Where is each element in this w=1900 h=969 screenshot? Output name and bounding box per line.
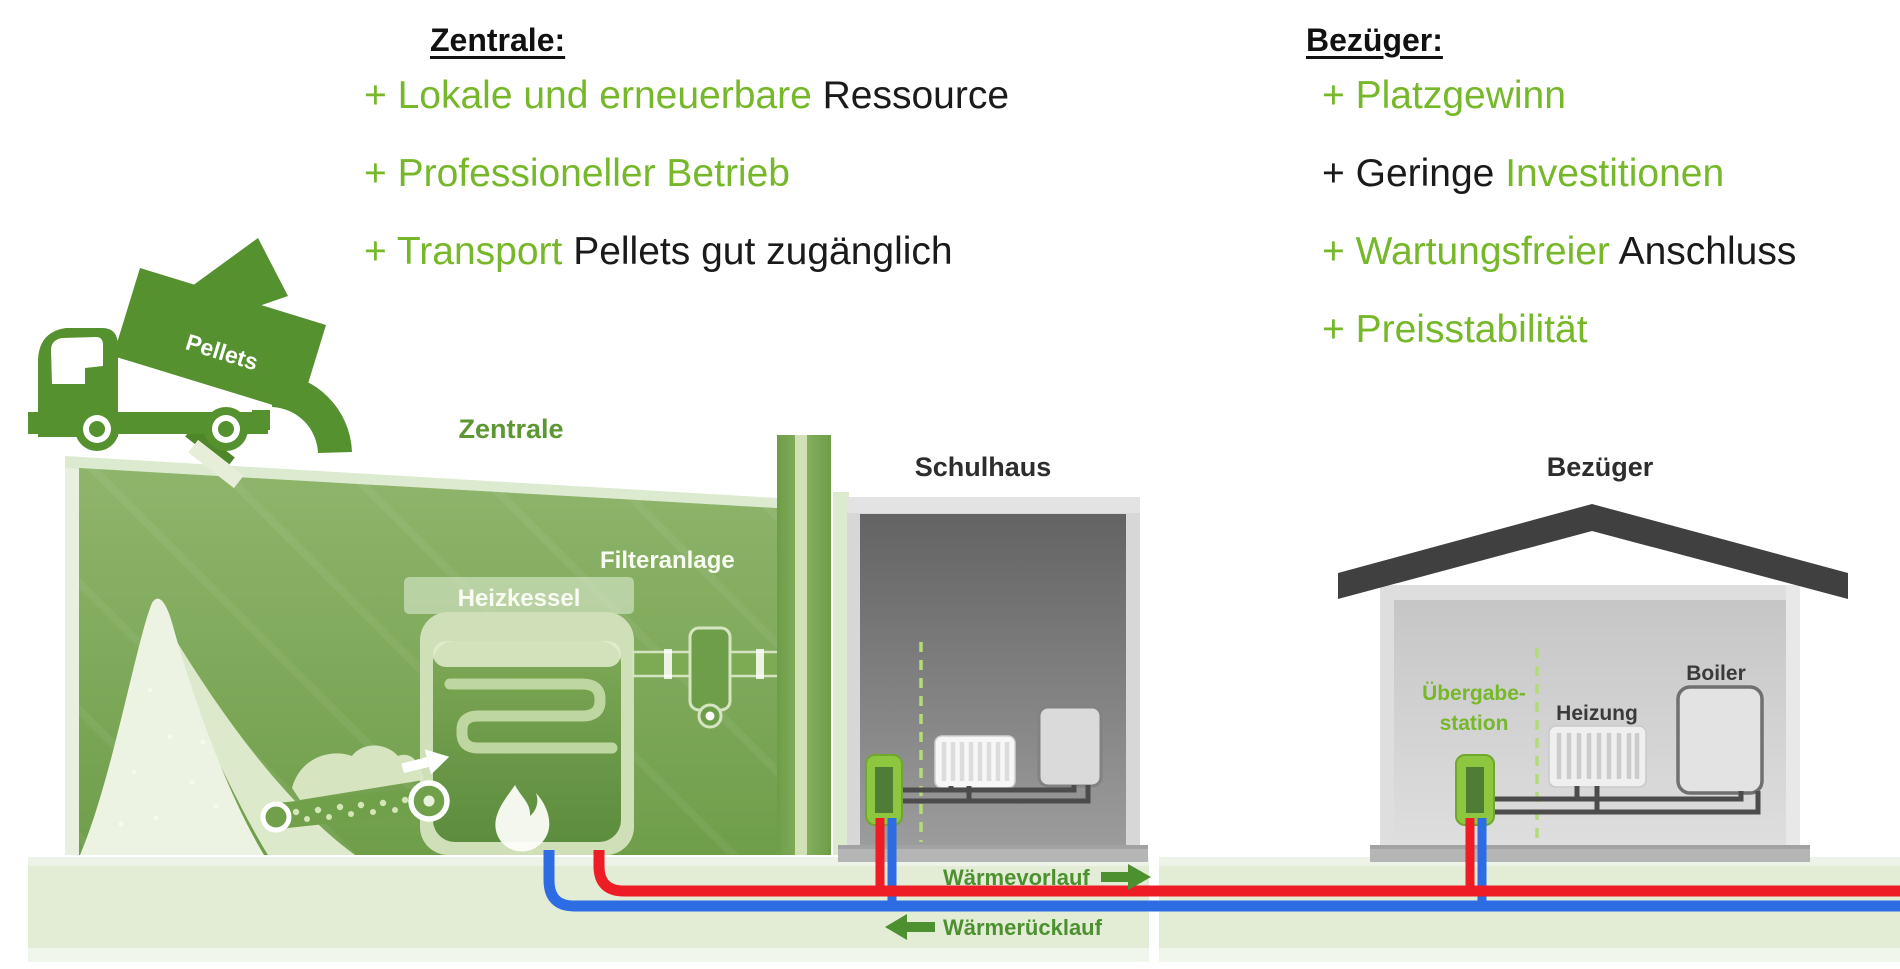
right-benefit-item-2: + Geringe Investitionen bbox=[1322, 152, 1725, 195]
house-pipes bbox=[900, 785, 1091, 804]
conveyor bbox=[260, 745, 450, 833]
consumer-building: Übergabe- station Heizung Boiler bbox=[1338, 504, 1848, 862]
return-flow-label: Wärmerücklauf bbox=[943, 915, 1103, 940]
flame-icon bbox=[495, 785, 550, 852]
truck-wheel bbox=[204, 407, 248, 451]
return-pipe bbox=[543, 850, 1900, 912]
consumer-label: Bezüger bbox=[1547, 452, 1654, 482]
transfer-station bbox=[865, 754, 903, 826]
district-heating-pipes bbox=[543, 818, 1900, 912]
radiator bbox=[934, 735, 1016, 789]
truck-bed-lid bbox=[192, 238, 288, 318]
left-benefit-item-2: + Professioneller Betrieb bbox=[364, 152, 790, 195]
heating-plant-building: Heizkessel Filteranlage bbox=[65, 435, 849, 855]
water-heater-label: Boiler bbox=[1686, 662, 1746, 685]
transfer-station bbox=[1455, 754, 1495, 826]
pellet-truck: Pellets bbox=[28, 238, 352, 489]
right-benefits-heading: Bezüger: bbox=[1306, 24, 1443, 56]
filter-unit: Filteranlage bbox=[600, 547, 781, 729]
supply-flow-label: Wärmevorlauf bbox=[943, 865, 1090, 890]
s-pipe bbox=[444, 678, 618, 754]
right-benefit-item-3: + Wartungsfreier Anschluss bbox=[1322, 230, 1797, 273]
supply-pipe bbox=[593, 850, 1900, 897]
school-label: Schulhaus bbox=[915, 452, 1052, 482]
radiator bbox=[1548, 725, 1647, 788]
right-benefit-item-4: + Preisstabilität bbox=[1322, 308, 1588, 351]
storage-tank bbox=[1037, 705, 1103, 788]
left-benefit-item-3: + Transport Pellets gut zugänglich bbox=[364, 230, 953, 273]
right-heading-text: Bezüger: bbox=[1306, 22, 1443, 58]
house-pipes bbox=[1494, 786, 1761, 815]
left-benefits-heading: Zentrale: bbox=[430, 24, 565, 56]
heizkessel-boiler: Heizkessel bbox=[404, 577, 634, 855]
feed-arrow-icon bbox=[401, 749, 450, 775]
truck-wheel bbox=[75, 407, 119, 451]
boiler-tank bbox=[1676, 685, 1764, 795]
plant-label: Zentrale bbox=[458, 414, 563, 444]
transfer-station-label-line1: Übergabe- bbox=[1422, 682, 1526, 705]
schoolhouse-building bbox=[838, 497, 1148, 862]
flow-labels: Wärmevorlauf Wärmerücklauf bbox=[885, 864, 1151, 940]
conveyor-wheel bbox=[260, 801, 292, 833]
right-benefit-item-1: + Platzgewinn bbox=[1322, 74, 1566, 117]
supply-arrow-icon bbox=[1101, 864, 1151, 890]
pellet-pile bbox=[80, 598, 355, 855]
chimney bbox=[777, 435, 849, 855]
return-arrow-icon bbox=[885, 914, 935, 940]
filter-label: Filteranlage bbox=[600, 547, 735, 574]
truck-window bbox=[51, 337, 103, 384]
heizkessel-label: Heizkessel bbox=[458, 585, 581, 612]
left-heading-text: Zentrale: bbox=[430, 22, 566, 58]
transfer-station-label-line2: station bbox=[1440, 712, 1509, 735]
left-benefit-item-1: + Lokale und erneuerbare Ressource bbox=[364, 74, 1010, 117]
roof bbox=[1338, 504, 1848, 599]
heating-label: Heizung bbox=[1556, 702, 1638, 725]
truck-bed bbox=[113, 268, 326, 413]
